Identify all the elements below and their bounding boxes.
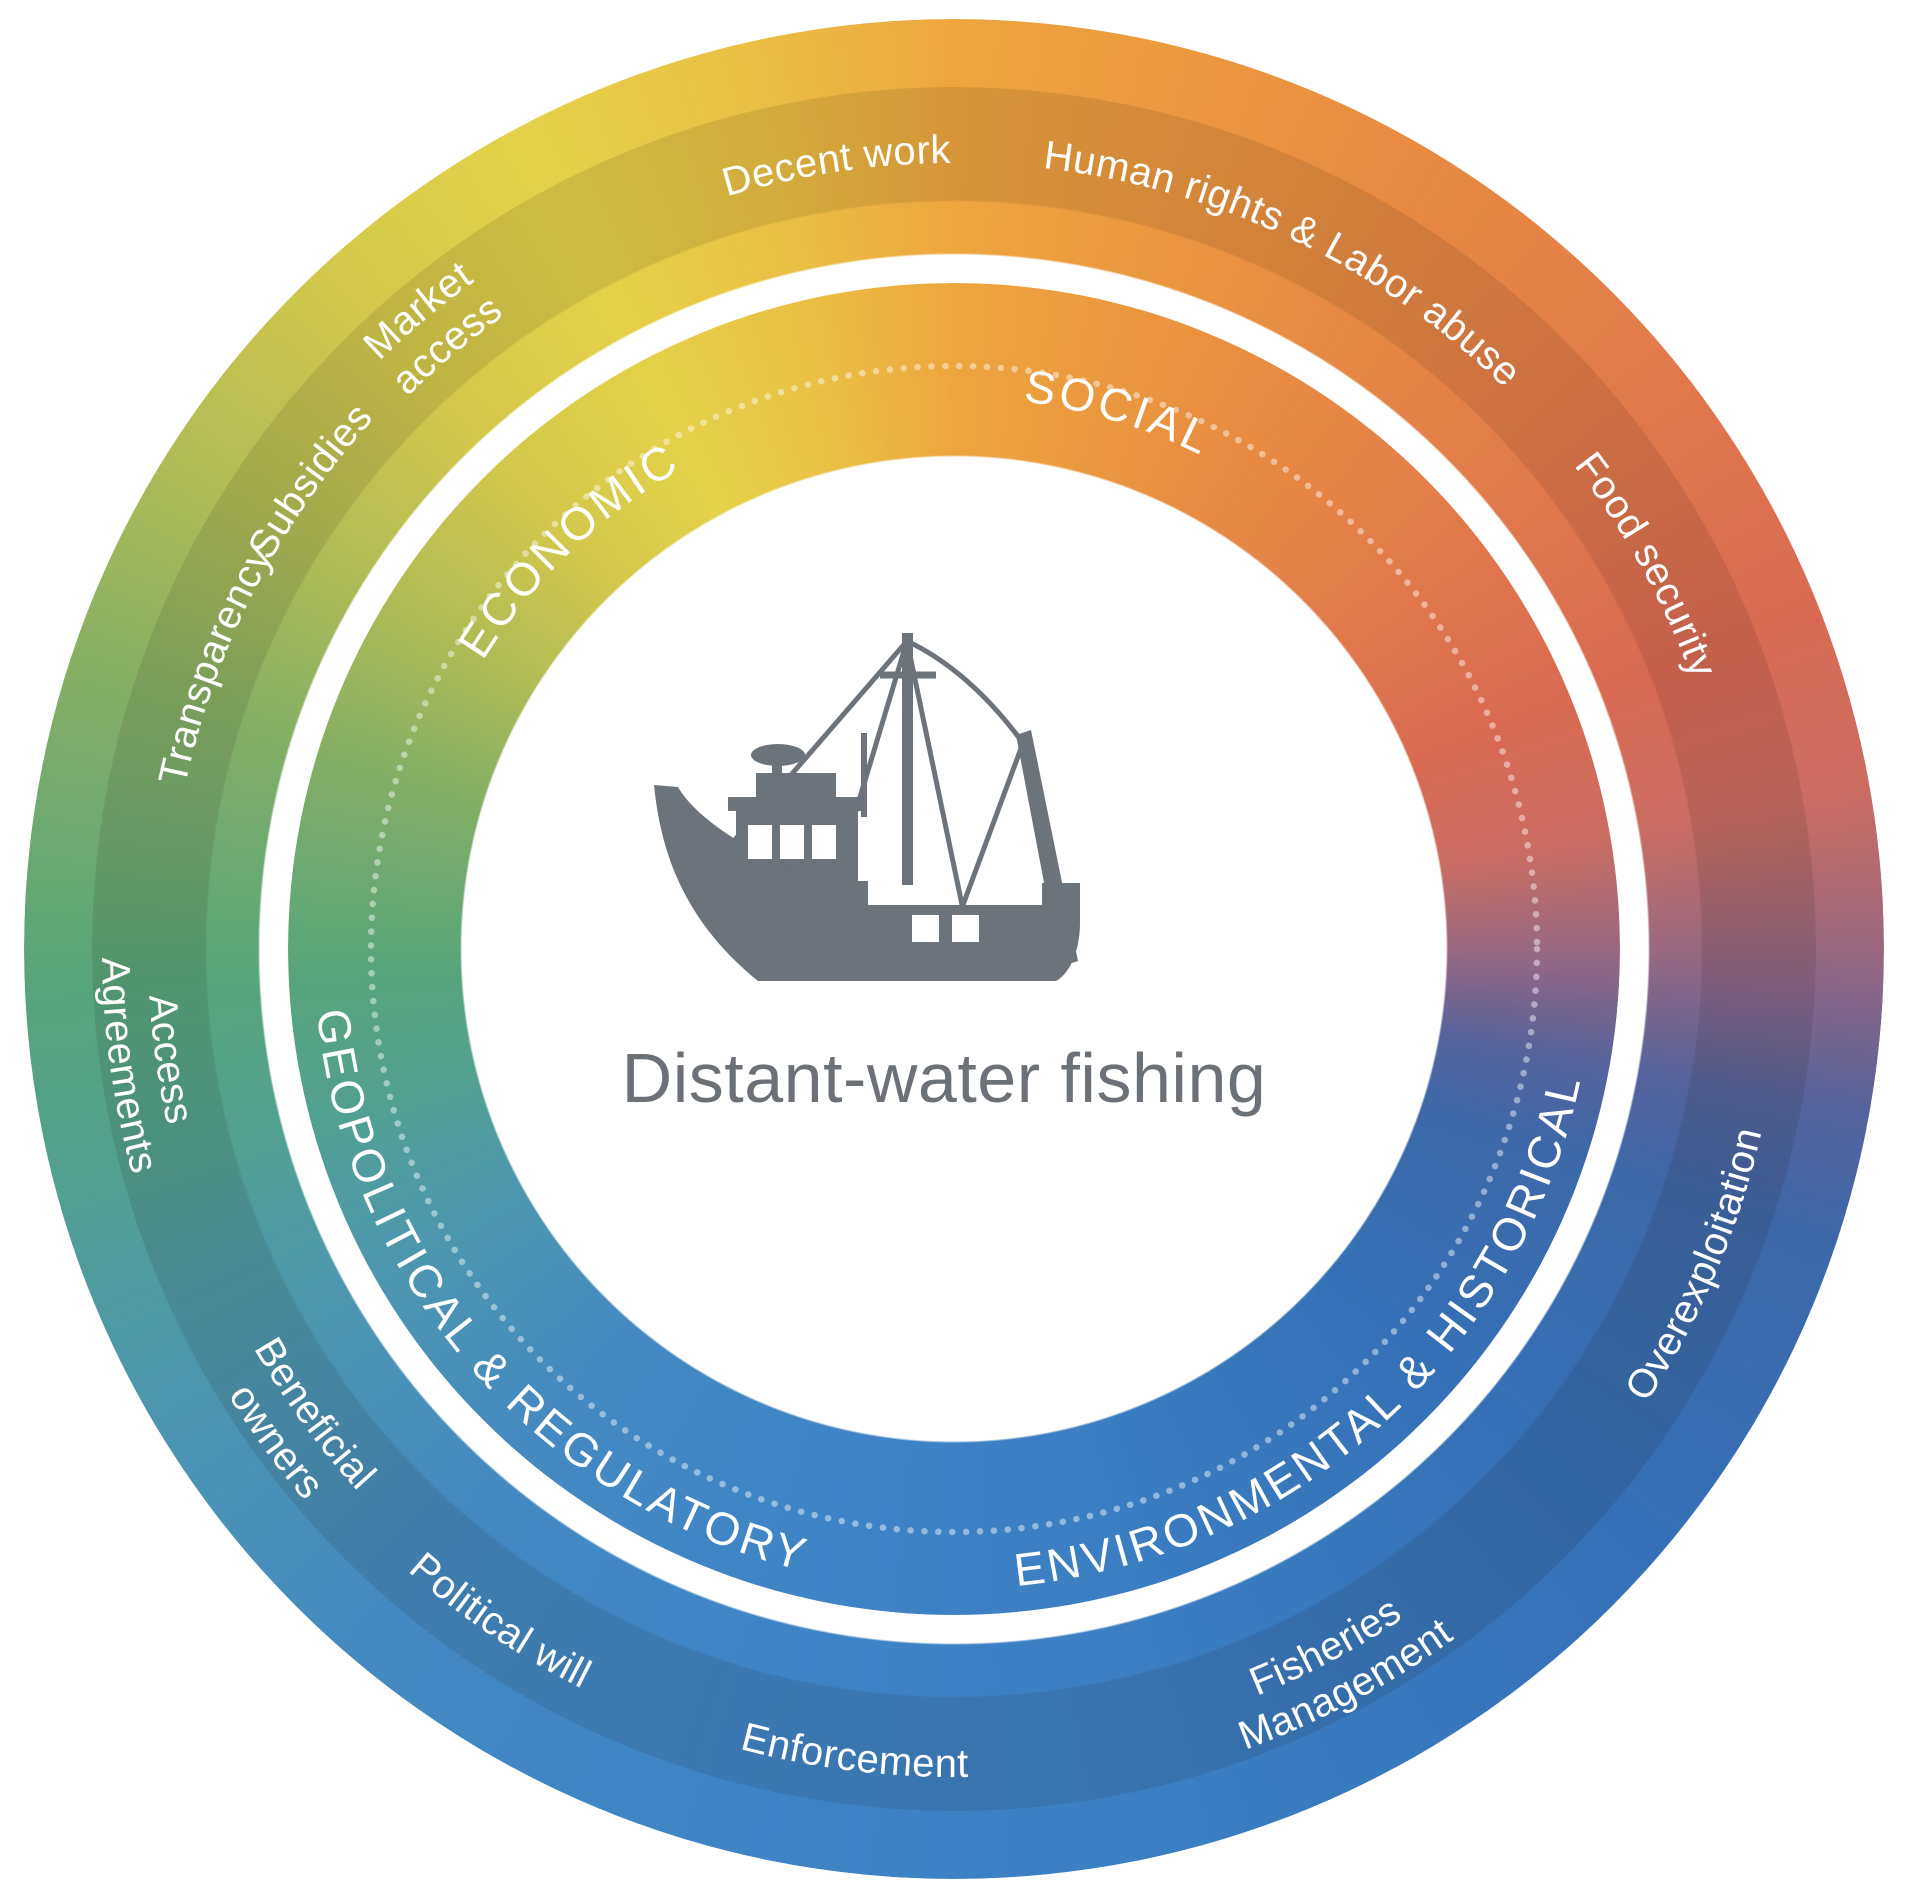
outer-factor-label-decent-work: Decent work [717, 128, 952, 205]
inner-category-label-economic: ECONOMIC [448, 432, 688, 667]
dotted-guide-circle [367, 362, 1541, 1536]
outer-factor-label-human-rights-labor-abuse: Human rights & Labor abuse [1041, 133, 1529, 395]
fishing-trawler-icon [654, 633, 1080, 981]
outer-factor-label-transparency: Transparency [151, 538, 282, 788]
outer-factor-label-enforcement: Enforcement [737, 1715, 969, 1786]
inner-category-label-social: SOCIAL [1021, 360, 1221, 466]
center-title: Distant-water fishing [622, 1039, 1267, 1117]
outer-factor-label-overexploitation: Overexploitation [1617, 1123, 1771, 1408]
outer-factor-label-subsidies: Subsidies [240, 395, 381, 567]
inner-category-label-environmental-historical: ENVIRONMENTAL & HISTORICAL [1011, 1068, 1591, 1596]
outer-factor-label-food-security: Food security [1566, 444, 1725, 683]
outer-factor-label-political-will: Political will [401, 1544, 598, 1697]
